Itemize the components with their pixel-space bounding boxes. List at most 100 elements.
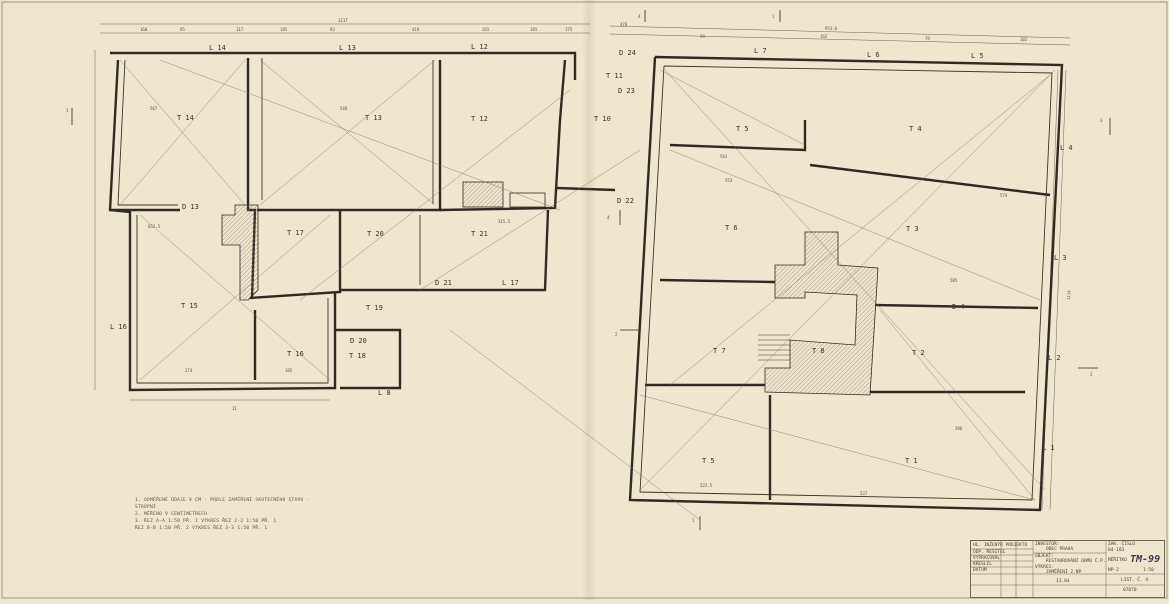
right-wing-inner-lines [639,65,1053,501]
dim-label: 185 [530,27,538,32]
dim-label: 160 [140,27,148,32]
dim-label: 396 [955,426,963,431]
stove-block [462,181,504,208]
window-labels: L 14 L 13 L 12 L 7 L 6 L 5 L 17 L 8 L 16… [110,43,1073,452]
dim-label: 274 [185,368,193,373]
room-label-t3: T 3 [906,225,919,233]
section-mark-label: 4 [638,14,641,19]
dim-label: 470 [620,22,628,27]
flue-block [509,192,546,208]
room-label-t20: T 20 [367,230,384,238]
dimension-lines [94,23,1071,511]
section-markers: 3 3 4 4 1 1 2 2 [66,10,1111,530]
tb-number: 84-183 [1108,548,1125,553]
door-label: D 4 [952,303,965,311]
door-label: D 22 [617,197,634,205]
window-label: L 8 [378,389,391,397]
dim-label: 553 [725,178,733,183]
window-label: L 3 [1054,254,1067,262]
drawing-notes: 1. ODMĚŘENÉ ÚDAJE V CM - PODLE ZAMĚŘENÍ … [135,497,310,532]
dim-label: 175 [565,27,573,32]
tb-object: RESTAUROVÁNÍ DOMU Č.P. [1046,559,1106,564]
tb-investor-label: INVESTOR: [1035,542,1060,547]
tb-scale: 1:50 [1143,568,1154,573]
dim-label: 265 [482,27,490,32]
tb-sheet: NP-2 [1108,568,1119,573]
chimney-block [221,204,259,301]
dim-label: 522.5 [700,483,713,488]
stair-core [764,231,879,396]
room-label-t5-lower: T 5 [702,457,715,465]
dim-label: 548 [340,106,348,111]
dim-label: 93 [330,27,335,32]
dim-label: 315.5 [498,219,511,224]
dim-label: 1117 [338,18,348,23]
note-line: 3. ŘEZ A-A 1:50 PŘ. 1 VÝKRES ŘEZ 2-2 1:5… [135,519,277,524]
room-label-t15: T 15 [181,302,198,310]
dimension-labels: 567 548 553 522.5 396 537 574 585 583 27… [148,106,1071,496]
room-label-t13: T 13 [365,114,382,122]
dim-label: 185 [285,368,293,373]
tb-stamp: TM-99 [1130,554,1161,565]
section-mark-label: 1 [772,14,775,19]
door-label: D 24 [619,49,636,57]
window-label: L 5 [971,52,984,60]
tb-drawing: ZAMĚŘENÍ 2.NP [1046,570,1082,575]
section-mark-label: 4 [607,215,610,220]
survey-triangulation-lines [119,59,1056,521]
right-wing-walls [628,55,1064,512]
room-label-t5: T 5 [736,125,749,133]
dim-label: 574 [1000,193,1008,198]
dim-label: 99 [700,34,705,39]
window-label: L 4 [1060,144,1073,152]
room-label-t2: T 2 [912,349,925,357]
section-mark-label: 3 [1100,118,1103,123]
window-label: L 1 [1042,444,1055,452]
window-label: L 14 [209,44,226,52]
dim-label: 117 [236,27,244,32]
door-label: D 20 [350,337,367,345]
tb-scale-label: MĚŘÍTKO [1108,558,1127,563]
staircase [758,334,790,361]
dim-label: 185 [280,27,288,32]
room-labels: T 14 T 13 T 12 T 11 T 10 T 5 T 4 T 3 T 2… [177,72,925,465]
dim-label: 419 [412,27,420,32]
room-label-t17: T 17 [287,229,304,237]
room-label-t21: T 21 [471,230,488,238]
note-line: 2. MĚŘENO V CENTIMETRECH [135,512,208,517]
tb-drawing-label: VÝKRES: [1035,565,1054,570]
dim-label: 1114 [1066,290,1071,300]
window-label: L 12 [471,43,488,51]
dim-label: 79 [925,36,930,41]
room-label-t6: T 6 [725,224,738,232]
window-label: L 13 [339,44,356,52]
room-label-t12: T 12 [471,115,488,123]
tb-code: LIST. Č. 4 [1121,578,1149,583]
room-label-t4: T 4 [909,125,922,133]
door-labels: D 13 D 20 D 21 D 22 D 23 D 24 D 4 [182,49,965,345]
dim-label: 652.5 [148,224,161,229]
window-label: L 6 [867,51,880,59]
window-label: L 17 [502,279,519,287]
section-mark-label: 1 [692,518,695,523]
window-label: L 2 [1048,354,1061,362]
dim-label: 583 [720,154,728,159]
tb-object-label: OBJEKT: [1035,554,1054,559]
section-mark-label: 2 [1090,372,1093,377]
left-wing-inner-lines [117,58,434,384]
dim-label: 162 [820,34,828,39]
tb-row-label: HL. INŽENÝR PROJEKTU [973,543,1028,548]
tb-archive: 07070 [1123,588,1137,593]
dim-label: 11 [232,406,237,411]
tb-row-label: KRESLIL [973,562,992,567]
room-label-t1: T 1 [905,457,918,465]
tb-investor: OBEC PRAHA [1046,547,1074,552]
paper-fold [582,0,596,600]
window-label: L 16 [110,323,127,331]
title-block: HL. INŽENÝR PROJEKTU ODP. ŘEŠITEL VYPRAC… [970,540,1165,598]
note-line: 1. ODMĚŘENÉ ÚDAJE V CM - PODLE ZAMĚŘENÍ … [135,498,310,503]
door-label: D 21 [435,279,452,287]
